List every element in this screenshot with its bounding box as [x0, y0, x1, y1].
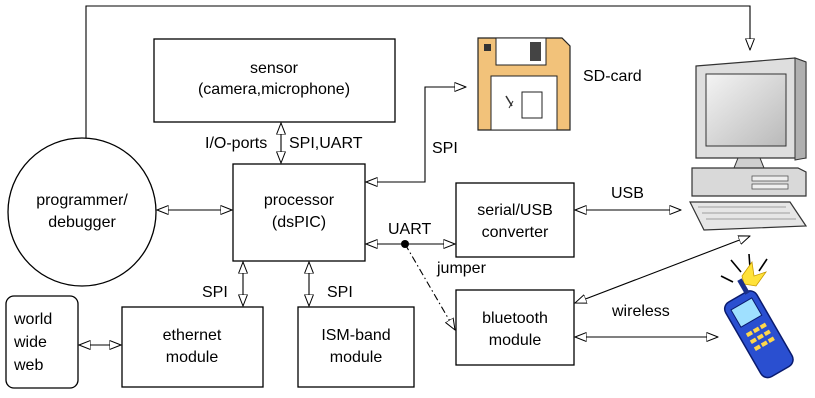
spi-uart-label: SPI,UART: [289, 135, 363, 152]
ism-module-label: module: [330, 349, 383, 366]
ism-band-module-block: ISM-band module: [297, 306, 415, 388]
www-world-label: world: [13, 311, 52, 328]
spi-sd-label: SPI: [432, 140, 458, 157]
ethernet-label: ethernet: [163, 327, 222, 344]
processor-sublabel: (dsPIC): [272, 214, 326, 231]
bluetooth-module-label: module: [489, 332, 542, 349]
ethernet-module-label: module: [166, 349, 219, 366]
jumper-label: jumper: [436, 260, 487, 277]
sd-card-label: SD-card: [583, 68, 642, 85]
programmer-label: programmer/: [36, 192, 128, 209]
wireless-label: wireless: [611, 303, 670, 320]
world-wide-web-block: world wide web: [5, 295, 79, 389]
sensor-block: sensor (camera,microphone): [153, 38, 396, 123]
spi-ethernet-label: SPI: [202, 284, 228, 301]
processor-block: processor (dsPIC): [232, 163, 366, 262]
bluetooth-label: bluetooth: [482, 310, 548, 327]
www-wide-label: wide: [13, 334, 47, 351]
www-web-label: web: [13, 357, 43, 374]
mobile-phone-icon: [720, 253, 794, 379]
uart-label: UART: [388, 221, 431, 238]
processor-label: processor: [264, 192, 335, 209]
jumper-link: [404, 243, 455, 330]
sensor-label: sensor: [250, 60, 299, 77]
converter-label: converter: [482, 224, 549, 241]
io-ports-label: I/O-ports: [205, 135, 267, 152]
desktop-computer-icon: [689, 57, 808, 231]
debugger-label: debugger: [48, 214, 116, 231]
programmer-debugger-block: programmer/ debugger: [7, 137, 157, 287]
programmer-computer-link: [85, 5, 750, 138]
spi-ism-label: SPI: [327, 284, 353, 301]
usb-label: USB: [611, 185, 644, 202]
floppy-disk-icon: [477, 37, 571, 131]
bluetooth-module-block: bluetooth module: [455, 289, 575, 366]
sensor-sublabel: (camera,microphone): [198, 81, 350, 98]
serial-usb-label: serial/USB: [477, 202, 553, 219]
serial-usb-converter-block: serial/USB converter: [455, 182, 575, 258]
processor-sd-card-link: [366, 87, 466, 182]
bluetooth-computer-link: [575, 236, 750, 303]
ism-band-label: ISM-band: [321, 327, 390, 344]
ethernet-module-block: ethernet module: [121, 306, 264, 388]
